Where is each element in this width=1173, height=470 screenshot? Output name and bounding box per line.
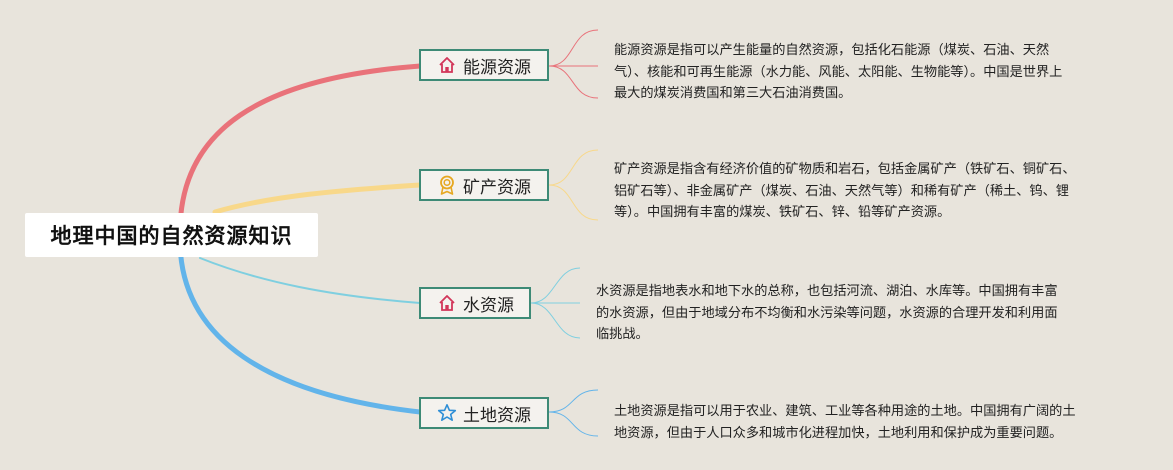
node-label: 土地资源	[463, 405, 531, 426]
desc-bracket-energy	[548, 29, 599, 99]
desc-energy: 能源资源是指可以产生能量的自然资源，包括化石能源（煤炭、石油、天然 气）、核能和…	[614, 40, 1062, 105]
root-topic[interactable]: 地理中国的自然资源知识	[25, 213, 318, 257]
desc-line: 铝矿石等）、非金属矿产（煤炭、石油、天然气等）和稀有矿产（稀土、钨、锂	[614, 183, 1069, 199]
desc-line: 气）、核能和可再生能源（水力能、风能、太阳能、生物能等）。中国是世界上	[614, 64, 1063, 80]
desc-line: 矿产资源是指含有经济价值的矿物质和岩石，包括金属矿产（铁矿石、铜矿石、	[614, 162, 1076, 177]
desc-bracket-mineral	[548, 149, 599, 221]
node-label: 水资源	[463, 295, 514, 316]
desc-bracket-water	[530, 267, 581, 339]
star-icon	[437, 403, 457, 423]
node-water[interactable]: 水资源	[419, 287, 531, 319]
desc-line: 等）。中国拥有丰富的煤炭、铁矿石、锌、铅等矿产资源。	[614, 205, 951, 220]
desc-land: 土地资源是指可以用于农业、建筑、工业等各种用途的土地。中国拥有广阔的土 地资源，…	[614, 401, 1076, 444]
desc-bracket-land	[548, 389, 599, 437]
desc-line: 水资源是指地表水和地下水的总称，也包括河流、湖泊、水库等。中国拥有丰富	[596, 284, 1058, 299]
node-energy[interactable]: 能源资源	[419, 49, 549, 81]
node-land[interactable]: 土地资源	[419, 397, 549, 429]
desc-mineral: 矿产资源是指含有经济价值的矿物质和岩石，包括金属矿产（铁矿石、铜矿石、 铝矿石等…	[614, 159, 1076, 224]
node-label: 能源资源	[463, 57, 531, 78]
house-icon	[437, 293, 457, 313]
desc-water: 水资源是指地表水和地下水的总称，也包括河流、湖泊、水库等。中国拥有丰富 的水资源…	[596, 281, 1058, 346]
root-title: 地理中国的自然资源知识	[50, 224, 293, 248]
branch-line-water	[199, 257, 421, 304]
desc-line: 能源资源是指可以产生能量的自然资源，包括化石能源（煤炭、石油、天然	[614, 43, 1050, 58]
desc-line: 土地资源是指可以用于农业、建筑、工业等各种用途的土地。中国拥有广阔的土	[614, 404, 1076, 419]
house-icon	[437, 55, 457, 75]
branch-line-land	[177, 237, 423, 415]
branch-line-mineral	[212, 182, 423, 215]
branch-line-energy	[177, 63, 423, 235]
desc-line: 地资源，但由于人口众多和城市化进程加快，土地利用和保护成为重要问题。	[614, 425, 1063, 441]
node-mineral[interactable]: 矿产资源	[419, 169, 549, 201]
desc-line: 的水资源，但由于地域分布不均衡和水污染等问题，水资源的合理开发和利用面	[596, 305, 1058, 321]
node-label: 矿产资源	[463, 177, 531, 198]
desc-line: 最大的煤炭消费国和第三大石油消费国。	[614, 86, 852, 101]
medal-icon	[437, 175, 457, 195]
desc-line: 临挑战。	[596, 327, 649, 342]
